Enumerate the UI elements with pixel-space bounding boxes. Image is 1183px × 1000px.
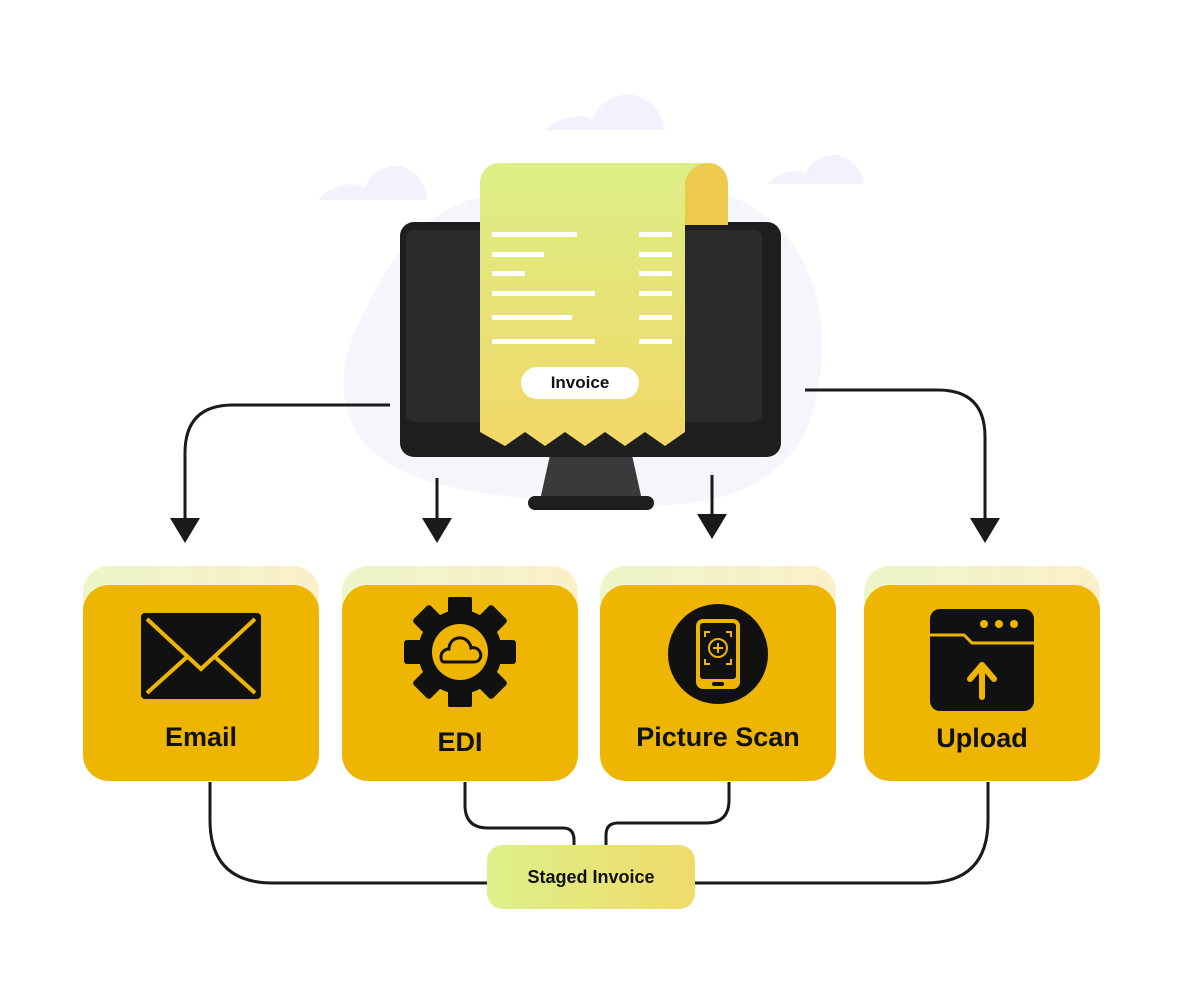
picture-scan-label: Picture Scan: [636, 722, 800, 752]
envelope-icon: [83, 613, 319, 699]
cloud-icon: [768, 154, 864, 184]
arrowheads: [170, 514, 1000, 543]
arrowhead-picture-scan: [697, 514, 727, 539]
cloud-gear-icon: [342, 597, 578, 707]
edi-card[interactable]: EDI: [342, 585, 578, 781]
email-card[interactable]: Email: [83, 585, 319, 781]
invoice-label: Invoice: [521, 367, 639, 399]
connector-lines: [183, 388, 990, 885]
edi-label: EDI: [437, 727, 483, 757]
phone-scan-icon: [600, 603, 836, 705]
arrowhead-email: [170, 518, 200, 543]
arrowhead-upload: [970, 518, 1000, 543]
staged-invoice-label: Staged Invoice: [487, 845, 695, 909]
email-label: Email: [164, 722, 238, 752]
arrowhead-edi: [422, 518, 452, 543]
picture-scan-card[interactable]: Picture Scan: [600, 585, 836, 781]
upload-window-icon: [864, 609, 1100, 713]
upload-card[interactable]: Upload: [864, 585, 1100, 781]
cloud-icon: [318, 166, 428, 200]
cloud-icon: [545, 94, 665, 130]
upload-label: Upload: [936, 723, 1028, 753]
